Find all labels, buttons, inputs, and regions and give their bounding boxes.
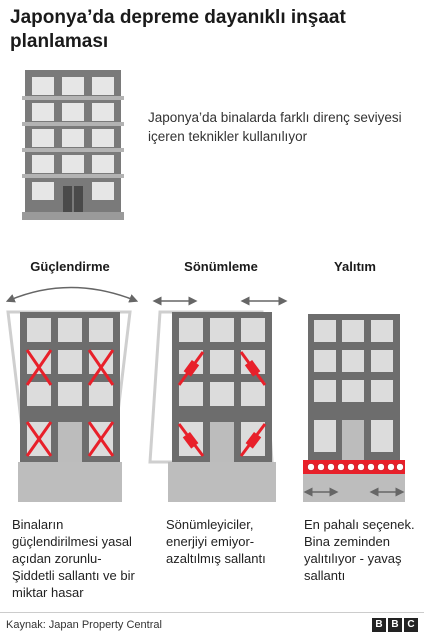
sway-arrow-icon [5,286,139,303]
intro-building-illustration [22,70,124,220]
footer-divider [0,612,424,613]
intro-text: Japonya’da binalarda farklı direnç seviy… [148,110,402,144]
damping-illustration [148,296,288,502]
description-isolation: En pahalı seçenek. Bina zeminden yalıtıl… [304,517,415,583]
heading-reinforcement: Güçlendirme [30,259,110,274]
heading-isolation: Yalıtım [334,259,376,274]
bbc-logo: B B C [372,618,418,632]
isolation-illustration [303,314,405,502]
diagram-canvas [5,70,405,502]
isolator-bearing-icon [307,463,404,471]
heading-damping: Sönümleme [184,259,258,274]
reinforcement-illustration [5,286,139,502]
source-credit: Kaynak: Japan Property Central [6,619,162,631]
description-damping: Sönümleyiciler, enerjiyi emiyor- azaltıl… [166,517,266,566]
logo-letter: B [372,618,386,632]
page-title: Japonya’da depreme dayanıklı inşaat plan… [10,7,346,52]
logo-letter: B [388,618,402,632]
description-reinforcement: Binaların güçlendirilmesi yasal açıdan z… [12,517,135,600]
cross-brace-icon [25,349,115,457]
logo-letter: C [404,618,418,632]
